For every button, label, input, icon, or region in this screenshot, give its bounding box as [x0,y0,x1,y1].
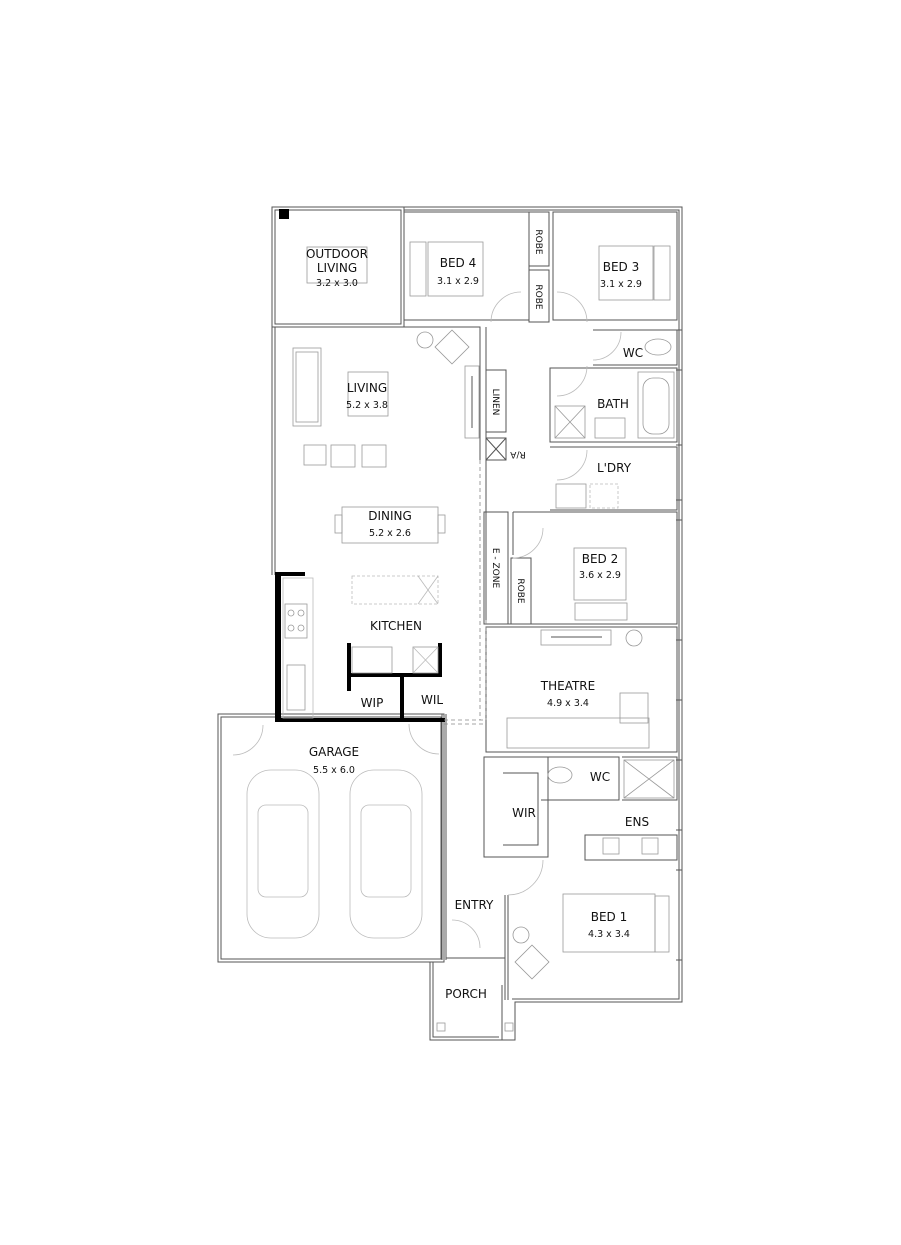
bed3-label: BED 3 [603,260,640,274]
robe-upper-label: ROBE [533,229,543,255]
theatre-size: 4.9 x 3.4 [547,698,589,709]
living-size: 5.2 x 3.8 [346,400,388,411]
wil-label: WIL [421,693,443,707]
entry-label: ENTRY [455,898,494,912]
living-furniture [292,329,480,544]
theatre-furniture [506,629,650,749]
wc-ensuite-label: WC [590,770,610,784]
outdoor-living-size: 3.2 x 3.0 [316,278,358,289]
bed4-label: BED 4 [440,256,477,270]
bath-label: BATH [597,397,629,411]
exterior-walls [217,206,683,1041]
garage-cars [246,769,423,939]
outdoor-furniture [279,209,514,1032]
kitchen-fittings [282,575,439,719]
interior-walls [283,211,678,1000]
bedroom-furniture [409,241,671,980]
wip-label: WIP [361,696,384,710]
bed1-size: 4.3 x 3.4 [588,929,630,940]
bed1-label: BED 1 [591,910,628,924]
dining-label: DINING [368,509,412,523]
ra-label: R/A [509,449,525,459]
room-labels: OUTDOOR LIVING 3.2 x 3.0 BED 4 3.1 x 2.9… [306,229,649,1001]
wir-label: WIR [512,806,536,820]
garage-label: GARAGE [309,745,359,759]
dashed-openings [444,460,487,725]
ens-label: ENS [625,815,649,829]
bed4-size: 3.1 x 2.9 [437,276,479,287]
dining-size: 5.2 x 2.6 [369,528,411,539]
kitchen-heavy-walls [275,572,445,722]
outdoor-living-label-1: OUTDOOR [306,247,368,261]
porch-label: PORCH [445,987,487,1001]
bed3-size: 3.1 x 2.9 [600,279,642,290]
outdoor-living-label-2: LIVING [317,261,357,275]
theatre-label: THEATRE [540,679,595,693]
bed2-label: BED 2 [582,552,619,566]
ezone-label: E - ZONE [490,548,500,589]
robe-bed2-label: ROBE [515,578,525,604]
bed2-size: 3.6 x 2.9 [579,570,621,581]
robe-lower-label: ROBE [533,284,543,310]
kitchen-label: KITCHEN [370,619,422,633]
garage-size: 5.5 x 6.0 [313,765,355,776]
living-label: LIVING [347,381,387,395]
laundry-label: L'DRY [597,461,632,475]
wc-upper-label: WC [623,346,643,360]
bathroom-fittings [547,338,675,855]
door-swings [232,291,622,949]
linen-label: LINEN [490,389,500,416]
